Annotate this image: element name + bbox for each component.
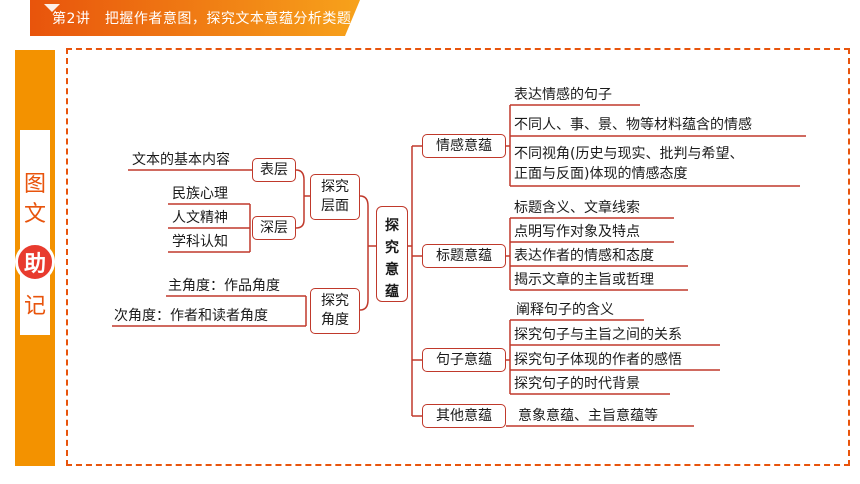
leaf-biaoti-4: 揭示文章的主旨或哲理 [514, 272, 654, 288]
content-frame [66, 48, 850, 466]
leaf-ci-jiaodu: 次角度：作者和读者角度 [114, 308, 268, 324]
leaf-zhu-jiaodu: 主角度：作品角度 [168, 278, 280, 294]
center-char-4: 蕴 [385, 284, 399, 300]
header-bar [30, 0, 360, 36]
center-char-1: 探 [385, 218, 399, 234]
node-tanjiu-jiaodu: 探究 角度 [310, 288, 360, 334]
leaf-wenben-jiben-neirong: 文本的基本内容 [132, 152, 230, 168]
node-tanjiu-yiyun: 探 究 意 蕴 [376, 206, 408, 302]
center-char-2: 究 [385, 240, 399, 256]
node-biaoti-yiyun: 标题意蕴 [422, 244, 506, 268]
node-tanjiu-cengmian-line1: 探究 [321, 179, 349, 195]
leaf-juzi-1: 阐释句子的含义 [516, 302, 614, 318]
leaf-qita-1: 意象意蕴、主旨意蕴等 [518, 408, 658, 424]
side-char-zhu: 助 [15, 242, 55, 282]
leaf-minzu-xinli: 民族心理 [172, 186, 228, 202]
leaf-xueke-renzhi: 学科认知 [172, 234, 228, 250]
side-char-tu: 图 [23, 172, 46, 197]
node-juzi-yiyun: 句子意蕴 [422, 348, 506, 372]
node-qita-yiyun: 其他意蕴 [422, 404, 506, 428]
leaf-juzi-2: 探究句子与主旨之间的关系 [514, 327, 682, 343]
center-char-3: 意 [385, 262, 399, 278]
leaf-juzi-4: 探究句子的时代背景 [514, 376, 640, 392]
node-tanjiu-jiaodu-line2: 角度 [321, 312, 349, 328]
leaf-qinggan-3a: 不同视角(历史与现实、批判与希望、 [514, 146, 744, 162]
leaf-renwen-jingshen: 人文精神 [172, 210, 228, 226]
leaf-qinggan-2: 不同人、事、景、物等材料蕴含的情感 [514, 117, 752, 133]
node-qinggan-yiyun: 情感意蕴 [422, 134, 506, 158]
node-tanjiu-jiaodu-line1: 探究 [321, 293, 349, 309]
leaf-biaoti-3: 表达作者的情感和态度 [514, 248, 654, 264]
side-label-box [20, 130, 50, 335]
side-char-ji: 记 [23, 294, 46, 319]
leaf-biaoti-1: 标题含义、文章线索 [514, 200, 640, 216]
node-shenceng: 深层 [252, 216, 296, 240]
leaf-qinggan-1: 表达情感的句子 [514, 87, 612, 103]
leaf-biaoti-2: 点明写作对象及特点 [514, 224, 640, 240]
node-biaoceng: 表层 [252, 158, 296, 182]
header-title: 第2讲 把握作者意图，探究文本意蕴分析类题 [52, 11, 352, 27]
side-char-wen: 文 [23, 202, 46, 227]
leaf-qinggan-3b: 正面与反面)体现的情感态度 [514, 166, 688, 182]
node-tanjiu-cengmian-line2: 层面 [321, 198, 349, 214]
leaf-juzi-3: 探究句子体现的作者的感悟 [514, 352, 682, 368]
node-tanjiu-cengmian: 探究 层面 [310, 174, 360, 220]
